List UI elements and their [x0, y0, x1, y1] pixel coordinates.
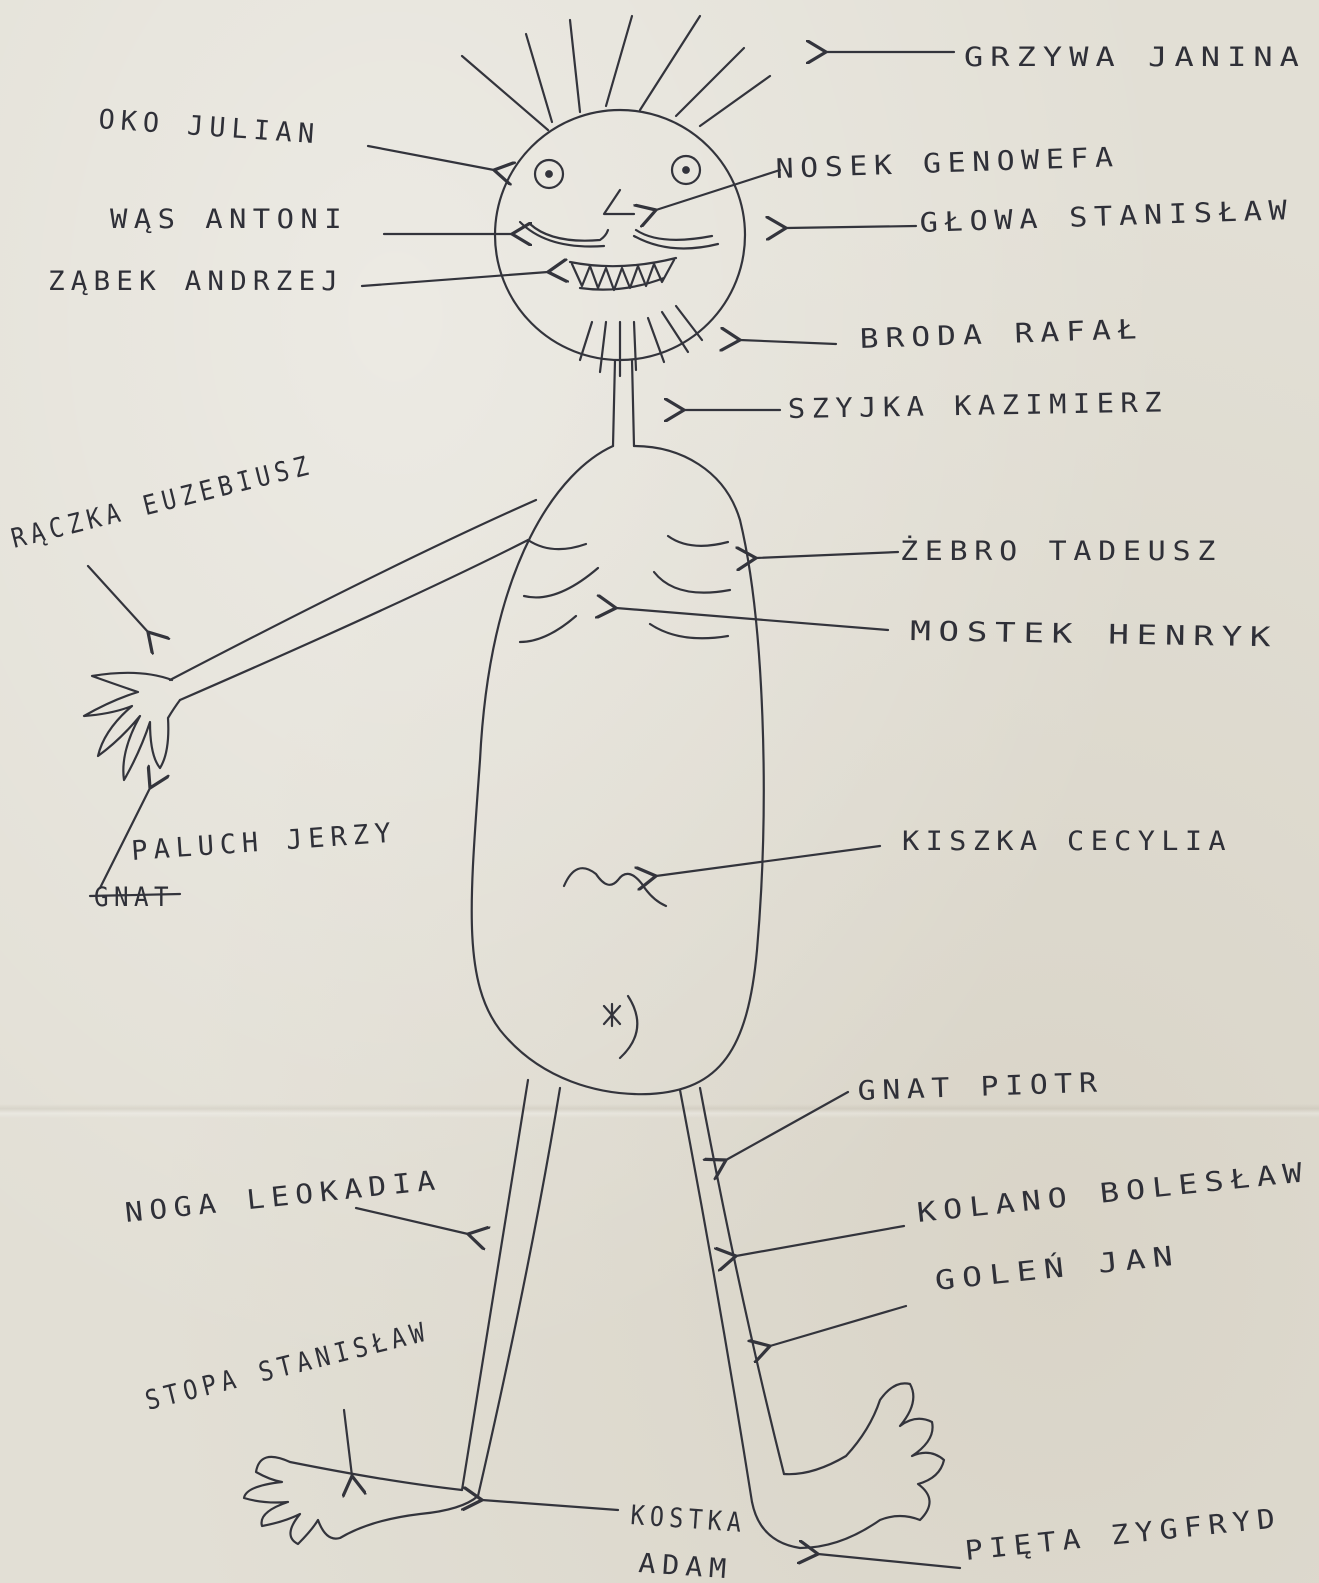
label-broda: BRODA RAFAŁ — [859, 314, 1144, 355]
label-kostka-line2: ADAM — [638, 1548, 734, 1583]
hair-strands — [462, 16, 770, 130]
right-eye — [672, 156, 700, 184]
label-szyjka: SZYJKA KAZIMIERZ — [788, 387, 1168, 425]
label-pieta: PIĘTA ZYGFRYD — [963, 1503, 1282, 1567]
label-nosek: NOSEK GENOWEFA — [775, 142, 1120, 185]
label-raczka: RĄCZKA EUZEBIUSZ — [8, 450, 316, 555]
left-leg — [462, 1080, 560, 1496]
nose — [604, 190, 634, 214]
figure — [84, 16, 944, 1548]
hand — [84, 673, 180, 780]
label-was: WĄS ANTONI — [110, 204, 348, 235]
label-kostka-line1: KOSTKA — [630, 1500, 748, 1539]
label-zabek: ZĄBEK ANDRZEJ — [48, 266, 344, 297]
label-paluch-struck: GNAT — [94, 882, 174, 913]
labels: GRZYWA JANINA OKO JULIAN NOSEK GENOWEFA … — [8, 42, 1310, 1583]
label-paluch: PALUCH JERZY — [130, 818, 398, 867]
label-oko: OKO JULIAN — [98, 104, 322, 150]
label-noga: NOGA LEOKADIA — [123, 1165, 442, 1229]
label-kiszka: KISZKA CECYLIA — [902, 826, 1232, 857]
label-stopa: STOPA STANISŁAW — [142, 1316, 433, 1417]
navel — [604, 996, 637, 1058]
right-leg — [680, 1088, 784, 1502]
label-golen: GOLEŃ JAN — [933, 1239, 1181, 1297]
label-zebro: ŻEBRO TADEUSZ — [900, 535, 1222, 567]
label-grzywa: GRZYWA JANINA — [964, 42, 1306, 73]
ribs — [520, 536, 730, 642]
moustache — [520, 222, 718, 249]
label-paluch-struck-word: GNAT — [90, 882, 180, 913]
beard-lines — [580, 306, 702, 376]
left-foot — [244, 1457, 478, 1544]
label-mostek: MOSTEK HENRYK — [910, 616, 1278, 653]
intestine-squiggle — [564, 868, 666, 906]
left-eye — [535, 160, 563, 188]
neck — [613, 360, 634, 446]
mouth-teeth — [570, 258, 676, 290]
label-glowa: GŁOWA STANISŁAW — [919, 195, 1294, 239]
label-kolano: KOLANO BOLESŁAW — [915, 1157, 1310, 1229]
label-gnat: GNAT PIOTR — [857, 1067, 1104, 1107]
arm — [170, 500, 536, 700]
